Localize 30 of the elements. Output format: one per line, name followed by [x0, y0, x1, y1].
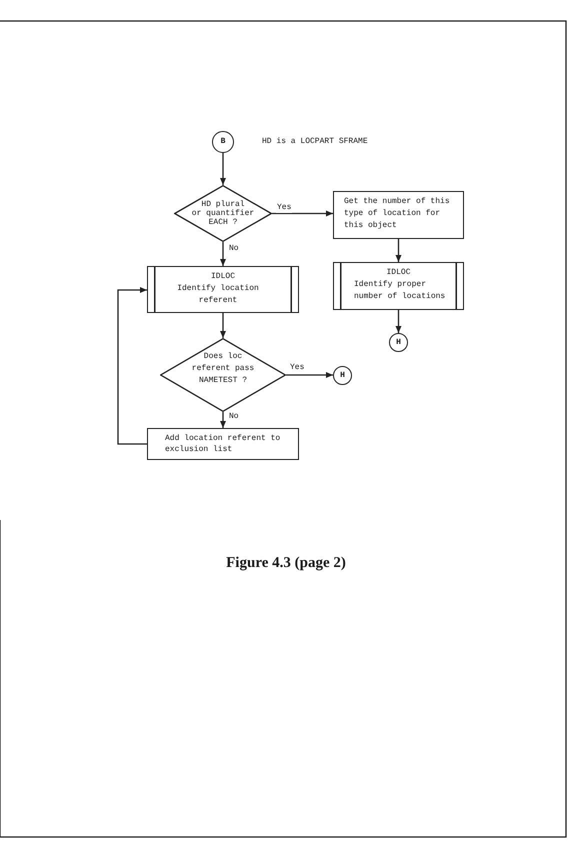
annotation-text: HD is a LOCPART SFRAME: [262, 136, 368, 148]
flow-arrow: [272, 210, 333, 216]
process-text: Get the number of this type of location for this object: [344, 196, 451, 232]
decision-text: Does loc referent pass NAMETEST ?: [190, 351, 256, 387]
connector-letter: B: [220, 138, 226, 146]
subroutine-name: IDLOC: [385, 267, 412, 279]
subroutine-name: IDLOC: [210, 271, 236, 283]
predefined-process-box: [147, 266, 299, 313]
flow-arrow: [396, 239, 402, 262]
process-text: Add location referent to exclusion list: [165, 433, 282, 455]
flow-arrow: [220, 412, 226, 428]
connector-letter: H: [396, 338, 401, 346]
flow-arrow: [396, 310, 402, 333]
decision-text: HD plural or quantifier EACH ?: [190, 200, 256, 227]
connector-circle: [389, 333, 408, 352]
process-box: [333, 191, 464, 239]
flow-arrow: [220, 313, 226, 338]
process-text: Identify proper number of locations: [354, 279, 446, 303]
process-box: [147, 428, 299, 460]
figure-caption: Figure 4.3 (page 2): [226, 554, 346, 573]
flow-arrow: [286, 372, 333, 378]
edge-label: Yes: [276, 203, 292, 213]
process-text: Identify location referent: [176, 283, 260, 307]
flow-arrow: [220, 242, 226, 266]
predefined-process-box: [333, 262, 464, 310]
connector-letter: H: [340, 372, 345, 380]
flow-arrow: [117, 287, 147, 445]
connector-circle: [333, 366, 352, 385]
flow-arrow: [220, 153, 226, 185]
connector-circle: [212, 131, 234, 153]
